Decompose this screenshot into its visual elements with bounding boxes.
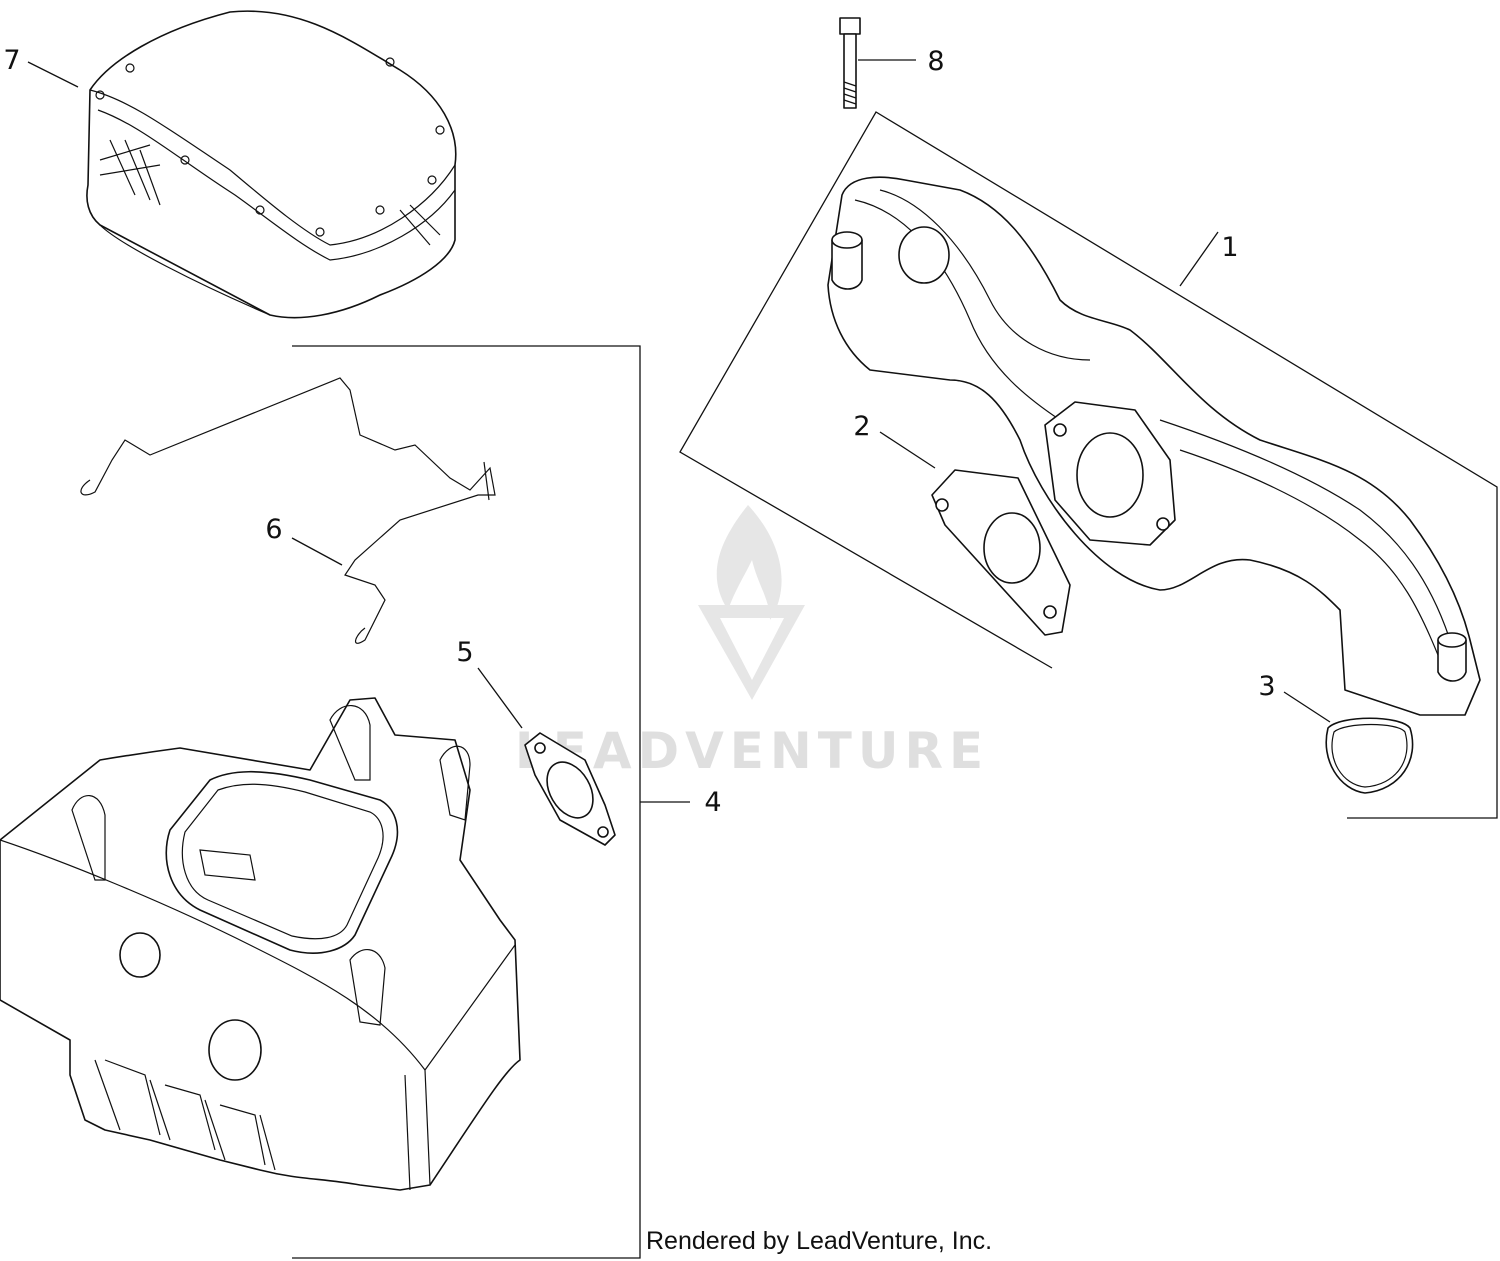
intake-manifold: [827, 176, 1481, 716]
watermark-text: LEADVENTURE: [515, 722, 989, 780]
watermark-v-icon: [698, 605, 805, 700]
leader-1: [1179, 231, 1219, 287]
air-filter-element: [86, 10, 457, 319]
callout-1: 1: [1221, 232, 1238, 263]
watermark-flame-icon: [716, 505, 782, 620]
rendered-by-credit: Rendered by LeadVenture, Inc.: [646, 1227, 992, 1255]
bolt: [839, 17, 861, 109]
callout-7: 7: [3, 45, 20, 76]
leader-6: [291, 537, 343, 566]
leader-5: [477, 667, 523, 729]
leader-2: [879, 431, 936, 469]
callout-5: 5: [456, 637, 473, 668]
air-cleaner-gasket: [524, 732, 616, 846]
callout-8: 8: [927, 46, 944, 77]
leader-lines: [27, 59, 1331, 803]
manifold-gasket: [931, 469, 1071, 636]
callout-4: 4: [704, 787, 721, 818]
callout-2: 2: [853, 411, 870, 442]
callout-6: 6: [265, 514, 282, 545]
callout-3: 3: [1258, 671, 1275, 702]
assembly-1-bracket: [679, 111, 1498, 819]
retaining-clip: [80, 377, 496, 644]
air-cleaner-base: [0, 697, 521, 1191]
leadventure-watermark: LEADVENTURE: [515, 505, 989, 780]
o-ring: [1325, 717, 1414, 794]
leader-7: [27, 61, 79, 88]
leader-3: [1283, 691, 1331, 723]
